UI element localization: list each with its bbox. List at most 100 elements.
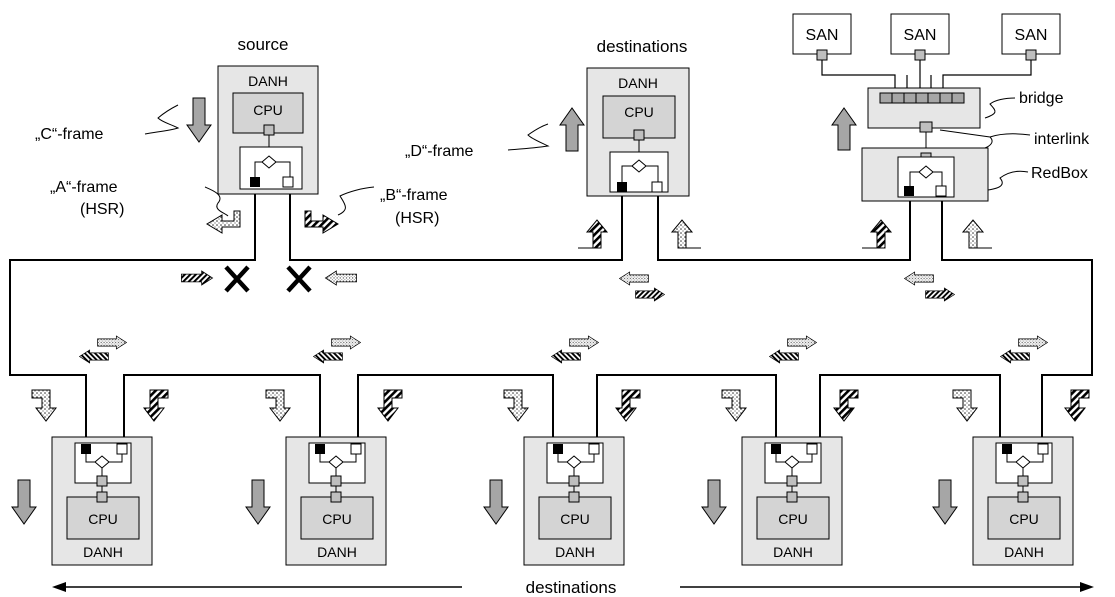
cpu-port bbox=[633, 129, 645, 141]
danh-label: DANH bbox=[618, 75, 658, 91]
striped-arrow-icon bbox=[551, 349, 581, 364]
cpu-label: CPU bbox=[322, 511, 352, 527]
dotted-arrow-icon bbox=[569, 335, 599, 350]
destinations-top-label: destinations bbox=[597, 37, 688, 56]
destinations-bottom-label: destinations bbox=[526, 578, 617, 597]
redbox-label: RedBox bbox=[1031, 165, 1088, 182]
san-2: SAN bbox=[890, 13, 950, 61]
dotted-arrow-icon bbox=[324, 270, 358, 286]
switch-port bbox=[568, 475, 580, 487]
bottom-danh-node: CPU DANH bbox=[483, 335, 641, 566]
cpu-label: CPU bbox=[560, 511, 590, 527]
bottom-danh-node: CPU DANH bbox=[701, 335, 859, 566]
break-x-icon bbox=[224, 265, 250, 293]
dotted-arrow-icon bbox=[904, 271, 934, 286]
dotted-arrow-icon bbox=[670, 219, 701, 249]
bottom-danh-node: CPU DANH bbox=[245, 335, 403, 566]
cpu-port bbox=[568, 491, 580, 503]
striped-arrow-icon bbox=[180, 270, 214, 286]
bridge-label: bridge bbox=[1019, 90, 1064, 107]
port-a bbox=[617, 182, 627, 192]
striped-arrow-icon bbox=[304, 210, 339, 234]
port-a bbox=[81, 444, 91, 454]
dotted-arrow-icon bbox=[331, 335, 361, 350]
gray-up-arrow-icon bbox=[831, 107, 857, 151]
striped-arrow-icon bbox=[862, 219, 893, 249]
c-frame-label: „C“-frame bbox=[35, 126, 104, 143]
striped-arrow-icon bbox=[1000, 349, 1030, 364]
switch-port bbox=[1017, 475, 1029, 487]
port-b bbox=[935, 185, 947, 197]
cpu-label: CPU bbox=[253, 102, 283, 118]
break-x-icon bbox=[286, 265, 312, 293]
source-annotations: „C“-frame „A“-frame (HSR) „B“-frame (HSR… bbox=[35, 104, 448, 234]
port-b bbox=[282, 176, 294, 188]
dotted-arrow-icon bbox=[961, 219, 992, 249]
source-node: source DANH CPU bbox=[186, 35, 319, 195]
a-frame-hsr: (HSR) bbox=[80, 201, 124, 218]
port-b bbox=[651, 181, 663, 193]
dotted-arrow-icon bbox=[787, 335, 817, 350]
gray-down-arrow-icon bbox=[483, 479, 509, 525]
striped-arrow-icon bbox=[769, 349, 799, 364]
gray-down-arrow-icon bbox=[186, 97, 212, 143]
striped-arrow-icon bbox=[578, 219, 609, 249]
cpu-box bbox=[756, 496, 830, 540]
port-b bbox=[1037, 443, 1049, 455]
dotted-arrow-icon bbox=[1018, 335, 1048, 350]
san-3: SAN bbox=[1001, 13, 1061, 61]
san-label: SAN bbox=[806, 27, 839, 44]
port-b bbox=[350, 443, 362, 455]
gray-down-arrow-icon bbox=[11, 479, 37, 525]
break-marks bbox=[180, 265, 358, 293]
switch-port bbox=[330, 475, 342, 487]
a-frame-label: „A“-frame bbox=[50, 179, 118, 196]
bottom-destinations-indicator: destinations bbox=[52, 578, 1094, 597]
port-b bbox=[806, 443, 818, 455]
dotted-arrow-icon bbox=[952, 389, 979, 422]
cpu-label: CPU bbox=[1009, 511, 1039, 527]
switch-port bbox=[96, 475, 108, 487]
cpu-port bbox=[263, 124, 275, 136]
gray-down-arrow-icon bbox=[932, 479, 958, 525]
cpu-port bbox=[1017, 491, 1029, 503]
danh-label: DANH bbox=[773, 544, 813, 560]
gray-down-arrow-icon bbox=[245, 479, 271, 525]
b-frame-hsr: (HSR) bbox=[395, 210, 439, 227]
striped-arrow-icon bbox=[925, 287, 955, 302]
danh-label: DANH bbox=[555, 544, 595, 560]
striped-arrow-icon bbox=[1063, 389, 1090, 422]
interlink-label: interlink bbox=[1034, 131, 1090, 148]
port-a bbox=[315, 444, 325, 454]
dotted-arrow-icon bbox=[97, 335, 127, 350]
gray-down-arrow-icon bbox=[701, 479, 727, 525]
cpu-port bbox=[96, 491, 108, 503]
cpu-label: CPU bbox=[88, 511, 118, 527]
redbox-section: SAN SAN SAN bbox=[792, 13, 1090, 302]
danh-label: DANH bbox=[317, 544, 357, 560]
dotted-arrow-icon bbox=[619, 271, 649, 286]
arrow-left-icon bbox=[52, 582, 66, 592]
danh-label: DANH bbox=[83, 544, 123, 560]
dotted-arrow-icon bbox=[265, 389, 292, 422]
port-b bbox=[588, 443, 600, 455]
port-a bbox=[904, 186, 914, 196]
arrow-right-icon bbox=[1080, 582, 1094, 592]
striped-arrow-icon bbox=[79, 349, 109, 364]
striped-arrow-icon bbox=[313, 349, 343, 364]
cpu-label: CPU bbox=[624, 104, 654, 120]
port-a bbox=[250, 177, 260, 187]
striped-arrow-icon bbox=[832, 389, 859, 422]
dotted-arrow-icon bbox=[721, 389, 748, 422]
san-1: SAN bbox=[792, 13, 852, 61]
ring-wiring bbox=[9, 165, 1093, 445]
danh-label: DANH bbox=[248, 73, 288, 89]
port-a bbox=[553, 444, 563, 454]
cpu-label: CPU bbox=[778, 511, 808, 527]
striped-arrow-icon bbox=[142, 389, 169, 422]
san-label: SAN bbox=[904, 27, 937, 44]
cpu-port bbox=[786, 491, 798, 503]
